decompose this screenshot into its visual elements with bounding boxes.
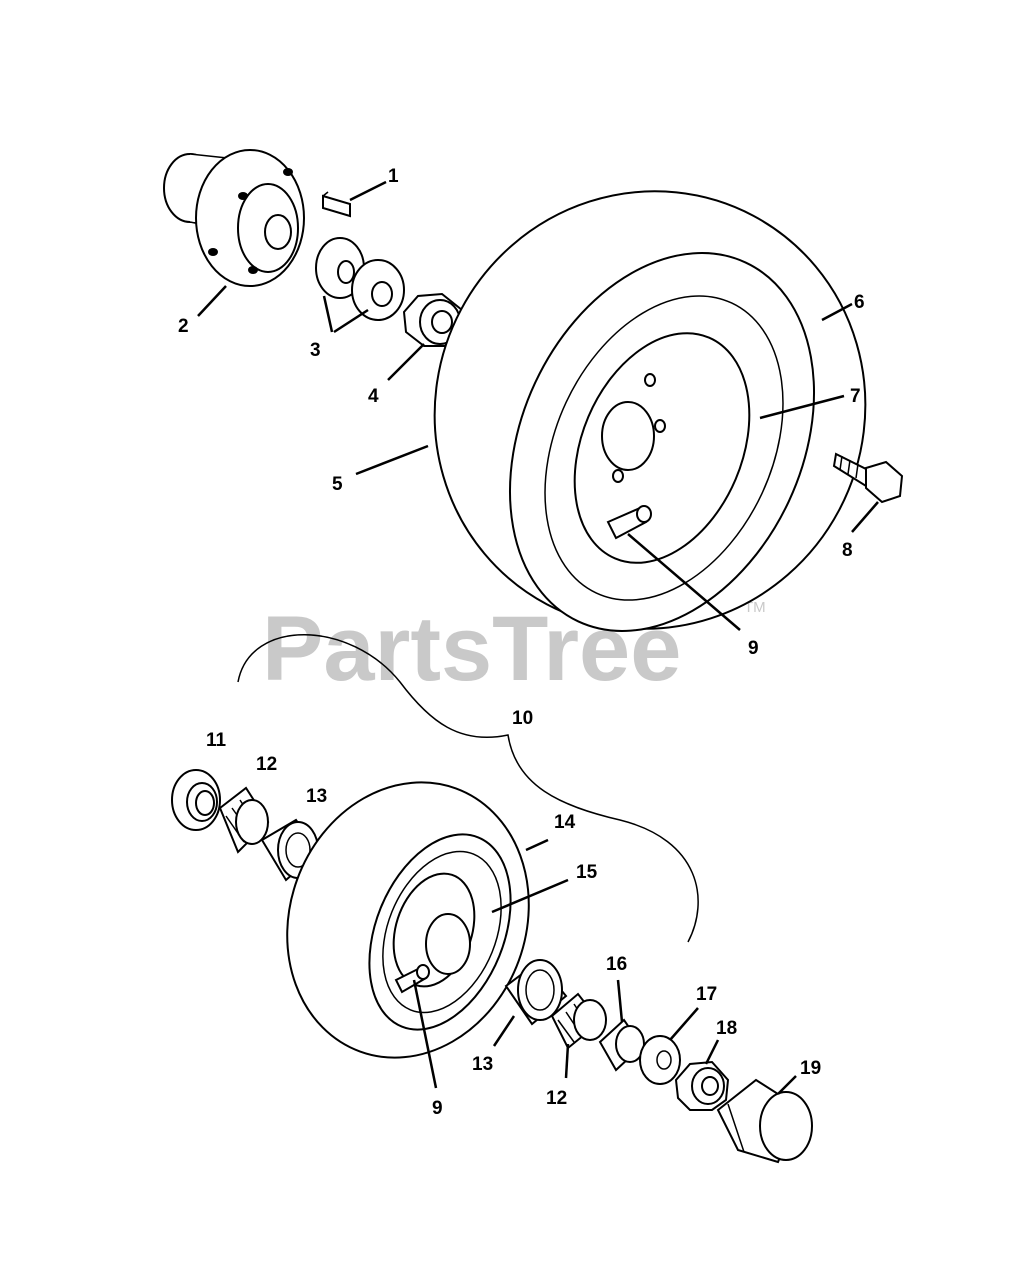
callout-11: 11 [206,730,227,751]
watermark-trademark: TM [744,599,766,616]
part-upper-tire [433,190,867,632]
part-cone-bearing-lower [550,992,607,1050]
callout-19: 19 [800,1058,821,1079]
part-cap [716,1078,813,1164]
callout-13-lower: 13 [472,1054,493,1075]
part-lower-tire [286,781,530,1059]
part-bolt [832,452,904,504]
callout-6: 6 [854,292,865,313]
part-sleeve [598,1018,645,1072]
callout-14: 14 [554,812,576,833]
callout-16: 16 [606,954,627,975]
part-washers [315,237,405,321]
callout-13-upper: 13 [306,786,327,807]
part-cone-bearing-upper [218,786,270,854]
part-hub [163,149,305,287]
callout-4: 4 [368,386,379,407]
callout-9-lower: 9 [432,1098,443,1119]
callout-3: 3 [310,340,321,361]
part-washer [639,1035,681,1085]
leader-lines [197,180,879,1095]
callout-1: 1 [388,166,399,187]
callout-17: 17 [696,984,717,1005]
part-bearing-cup [171,769,221,831]
callout-labels: 1 2 3 4 5 6 7 8 9 10 11 12 13 14 15 9 13… [178,166,865,1119]
part-assembly-brace [237,634,699,943]
callout-2: 2 [178,316,189,337]
part-key [322,191,351,218]
callout-5: 5 [332,474,343,495]
callout-12-lower: 12 [546,1088,567,1109]
part-spacer-lower [504,959,568,1026]
callout-15: 15 [576,862,598,883]
part-lower-nut [674,1060,730,1111]
callout-12-upper: 12 [256,754,277,775]
callout-10: 10 [512,708,533,729]
callout-9-upper: 9 [748,638,759,659]
callout-7: 7 [850,386,861,407]
callout-18: 18 [716,1018,737,1039]
callout-8: 8 [842,540,853,561]
